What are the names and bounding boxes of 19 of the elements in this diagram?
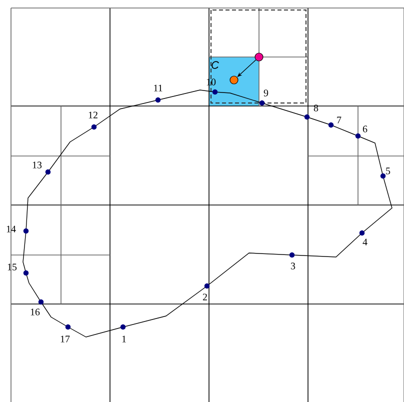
vertex-number: 13 [32, 162, 42, 168]
region-label: C [212, 61, 219, 69]
vertex-number: 14 [6, 226, 16, 232]
vertex-number: 8 [314, 104, 318, 112]
query-point [254, 52, 264, 62]
vertex-number: 17 [60, 336, 70, 342]
vertex-number: 16 [30, 308, 40, 316]
vertex-number: 7 [337, 116, 342, 124]
vertex-number: 3 [291, 262, 296, 270]
vertex-number: 15 [8, 264, 17, 270]
vertex-number: 5 [386, 168, 390, 174]
vertex-number: 2 [202, 294, 207, 300]
vertex-number: 1 [122, 336, 126, 342]
vertex-number: 4 [362, 238, 368, 246]
vertex-number: 6 [362, 126, 368, 132]
vertex-number: 9 [264, 90, 268, 96]
vertex-number: 12 [88, 112, 98, 118]
vertex-number: 11 [154, 84, 162, 92]
nearest-point [230, 76, 238, 84]
